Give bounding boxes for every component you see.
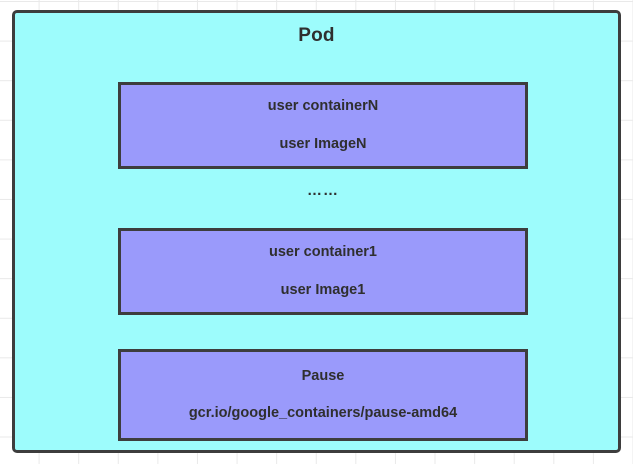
container-image-label: gcr.io/google_containers/pause-amd64 <box>188 405 458 421</box>
container-box-user-containerN: user containerN user ImageN <box>118 82 528 169</box>
pod-container-box: Pod user containerN user ImageN …… user … <box>12 10 621 453</box>
container-name-label: user container1 <box>269 244 377 261</box>
container-image-label: user ImageN <box>279 135 367 152</box>
container-name-label: user containerN <box>267 98 379 115</box>
ellipsis-label: …… <box>307 182 339 199</box>
container-box-user-container1: user container1 user Image1 <box>118 228 528 315</box>
pod-title: Pod <box>298 25 335 46</box>
container-box-pause: Pause gcr.io/google_containers/pause-amd… <box>118 349 528 441</box>
container-image-label: user Image1 <box>280 281 366 298</box>
container-name-label: Pause <box>301 367 345 384</box>
